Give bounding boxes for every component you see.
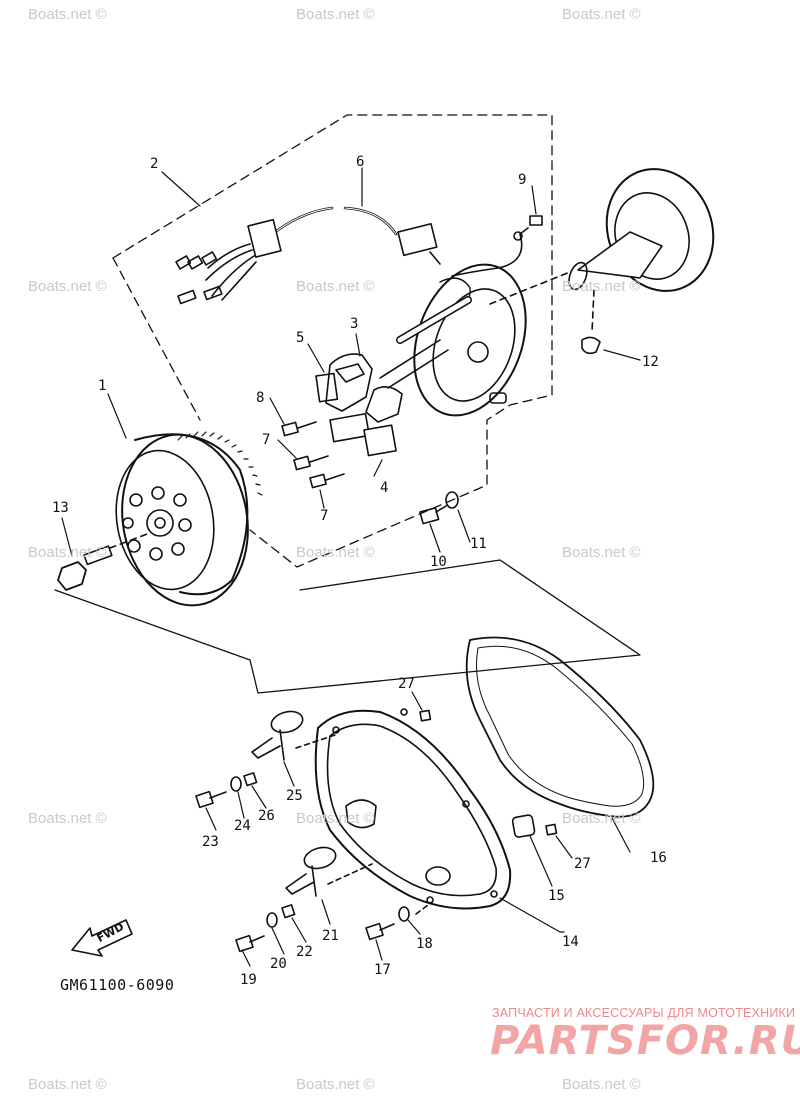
drawing-code: GM61100-6090 [60,976,175,994]
part-label: 10 [430,554,447,570]
part-label: 1 [98,378,106,394]
part-label: 14 [562,934,579,950]
part-label: 27 [574,856,591,872]
part-label: 23 [202,834,219,850]
group-outline-lower [54,559,641,694]
part-label: 19 [240,972,257,988]
dowel-pins [419,709,558,838]
watermark: Boats.net © [28,544,107,561]
part-label: 26 [258,808,275,824]
watermark: Boats.net © [296,278,375,295]
part-label: 4 [380,480,388,496]
part-label: 24 [234,818,251,834]
advert-logo[interactable]: PARTSFOR.RU [490,1018,800,1064]
watermark: Boats.net © [28,278,107,295]
watermark: Boats.net © [562,1076,641,1093]
group-outline-upper [112,114,553,568]
watermark: Boats.net © [562,278,641,295]
part-label: 7 [320,508,328,524]
cover-bolts [195,772,410,953]
flywheel [115,431,263,607]
watermark: Boats.net © [296,810,375,827]
part-label: 6 [356,154,364,170]
part-label: 5 [296,330,304,346]
wire-clamps [251,710,373,897]
part-label: 16 [650,850,667,866]
flywheel-bolt [57,532,151,591]
cover-gasket-inner [476,645,645,807]
watermark: Boats.net © [28,6,107,23]
stator-screws [281,421,345,489]
part-label: 11 [470,536,487,552]
part-label: 9 [518,172,526,188]
watermark: Boats.net © [562,810,641,827]
part-label: 15 [548,888,565,904]
part-label: 2 [150,156,158,172]
cover-gasket [465,636,655,818]
part-label: 8 [256,390,264,406]
part-label: 18 [416,936,433,952]
ground-screw [513,215,543,241]
part-label: 25 [286,788,303,804]
wire-harness [175,206,523,305]
part-label: 13 [52,500,69,516]
pulser-coil [315,339,449,457]
flywheel-sleeve [489,168,715,355]
stator-base-plate [396,263,527,417]
part-label: 17 [374,962,391,978]
watermark: Boats.net © [562,6,641,23]
part-label: 12 [642,354,659,370]
part-label: 22 [296,944,313,960]
plate-screw-washer [419,491,459,525]
watermark: Boats.net © [296,544,375,561]
watermark: Boats.net © [296,1076,375,1093]
part-label: 3 [350,316,358,332]
watermark: Boats.net © [28,810,107,827]
leader-lines [61,167,641,967]
advert-tagline: ЗАПЧАСТИ И АКСЕССУАРЫ ДЛЯ МОТОТЕХНИКИ [492,1006,796,1020]
part-label: 21 [322,928,339,944]
watermark: Boats.net © [28,1076,107,1093]
part-label: 7 [262,432,270,448]
generator-cover [314,708,512,915]
watermark: Boats.net © [562,544,641,561]
fwd-arrow [71,919,133,957]
part-label: 27 [398,676,415,692]
part-label: 20 [270,956,287,972]
watermark: Boats.net © [296,6,375,23]
